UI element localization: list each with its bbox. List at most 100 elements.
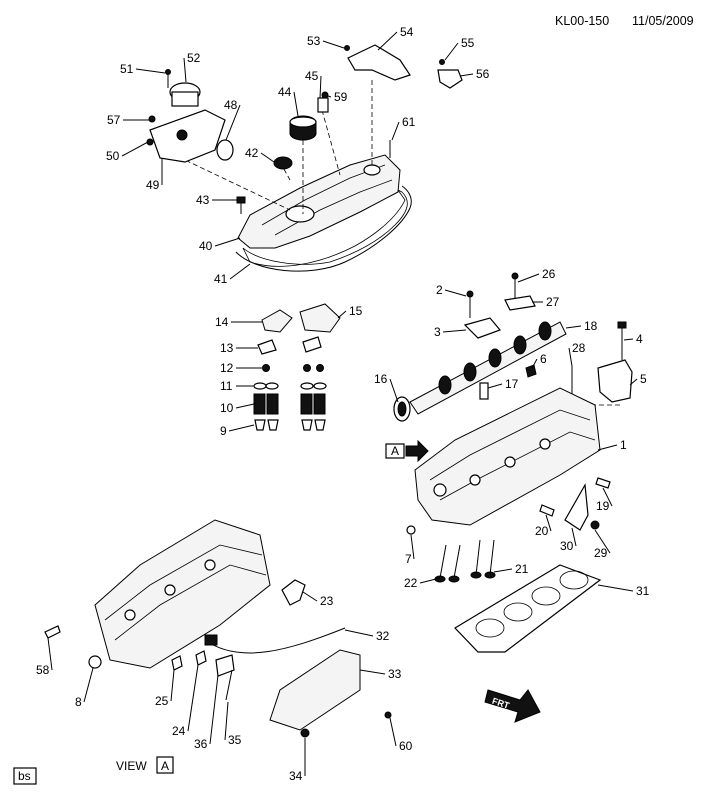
valve-train-group — [253, 303, 341, 431]
callout-leader-35 — [224, 701, 229, 741]
callout-leader-32 — [344, 629, 374, 637]
callout-leader-4 — [623, 338, 634, 341]
diagram-date: 11/05/2009 — [632, 14, 694, 28]
callout-leader-6 — [531, 358, 538, 369]
callout-44: 44 — [278, 85, 292, 99]
callout-leader-22 — [419, 577, 441, 584]
callout-leader-36 — [209, 674, 219, 745]
bolt-51-head — [165, 69, 171, 75]
front-arrow — [484, 689, 541, 723]
callout-52: 52 — [187, 51, 201, 65]
bracket-30 — [564, 483, 589, 531]
view-a-box-letter: A — [391, 444, 399, 458]
wire-harness-32 — [204, 627, 346, 654]
valve-cover-rib-2 — [274, 179, 393, 236]
valve-22a — [439, 544, 447, 579]
callout-leader-26 — [517, 273, 540, 283]
dowel-19 — [595, 477, 611, 489]
valve-spring-10c — [300, 393, 313, 415]
callout-leader-1 — [597, 444, 618, 451]
part-17 — [479, 382, 489, 400]
bracket-centerline — [163, 149, 291, 211]
oil-filler-cap-top — [289, 116, 317, 128]
gasket-bore-4 — [559, 570, 589, 590]
sensor-56 — [437, 69, 463, 89]
callout-leader-8 — [83, 667, 94, 703]
callout-leader-15 — [337, 310, 347, 319]
cylinder-head-edge-2 — [439, 431, 596, 501]
callout-22: 22 — [404, 576, 418, 590]
callout-33: 33 — [388, 667, 402, 681]
valve-seal-9a — [254, 419, 266, 431]
callout-25: 25 — [155, 694, 169, 708]
cam-lobe-e — [538, 321, 552, 341]
sensor-35 — [225, 669, 233, 701]
callout-40: 40 — [199, 239, 213, 253]
callout-41: 41 — [214, 272, 228, 286]
callout-56: 56 — [476, 67, 490, 81]
callout-29: 29 — [594, 546, 608, 560]
view-a-head-edge-2 — [114, 564, 267, 641]
bracket-hole — [176, 129, 188, 141]
callout-2: 2 — [436, 283, 443, 297]
callout-12: 12 — [220, 361, 234, 375]
callout-13: 13 — [220, 341, 234, 355]
callout-58: 58 — [36, 663, 50, 677]
callout-53: 53 — [307, 34, 321, 48]
nut-57 — [148, 115, 156, 123]
callout-16: 16 — [374, 372, 388, 386]
callout-leader-59 — [327, 95, 332, 98]
callout-36: 36 — [194, 737, 208, 751]
bracket-23 — [281, 579, 306, 606]
dowel-25 — [171, 655, 183, 671]
callout-35: 35 — [228, 733, 242, 747]
callout-leader-45 — [319, 75, 322, 99]
corner-tag: bs — [18, 769, 31, 783]
nut-29 — [590, 520, 600, 530]
callout-59: 59 — [334, 90, 348, 104]
callout-15: 15 — [349, 304, 363, 318]
callout-10: 10 — [220, 401, 234, 415]
harness-connector — [204, 634, 218, 646]
callout-leader-60 — [389, 717, 397, 747]
plug-6 — [525, 364, 537, 378]
cam-lobe-c — [488, 348, 502, 368]
callout-leader-33 — [359, 669, 386, 675]
valve-head-22b — [448, 575, 460, 583]
callout-leader-53 — [322, 40, 345, 49]
sensor-52-body — [171, 91, 199, 107]
pcv-valve — [317, 97, 329, 113]
retainer-11d — [313, 382, 327, 390]
callout-61: 61 — [402, 115, 416, 129]
callout-20: 20 — [535, 524, 549, 538]
callout-21: 21 — [515, 562, 529, 576]
callout-leader-9 — [228, 424, 255, 432]
callout-24: 24 — [172, 724, 186, 738]
dowel-20 — [539, 504, 555, 517]
callout-17: 17 — [505, 377, 519, 391]
view-label-letter: A — [161, 759, 169, 773]
callout-34: 34 — [289, 769, 303, 783]
callout-5: 5 — [640, 372, 647, 386]
view-a-box — [385, 443, 405, 459]
callout-leader-21 — [493, 568, 513, 573]
rocker-arm-14 — [261, 309, 293, 333]
view-a-port-a — [124, 609, 136, 621]
callout-leaders — [47, 31, 638, 776]
seal-42 — [273, 156, 293, 170]
callout-leader-18 — [565, 325, 582, 329]
callout-leader-10 — [235, 403, 255, 409]
callout-leader-58 — [47, 637, 53, 671]
callout-3: 3 — [434, 325, 441, 339]
bolt-4-head — [617, 321, 627, 329]
gasket-bore-1 — [475, 618, 505, 638]
callout-leader-20 — [545, 514, 552, 532]
valve-keeper-12a — [262, 364, 270, 372]
gasket-bore-3 — [531, 586, 561, 606]
bolt-55 — [439, 59, 445, 65]
callout-leader-19 — [602, 487, 613, 507]
callout-leader-61 — [391, 121, 400, 141]
valve-seal-9b — [267, 419, 279, 431]
bracket-5 — [597, 359, 633, 403]
